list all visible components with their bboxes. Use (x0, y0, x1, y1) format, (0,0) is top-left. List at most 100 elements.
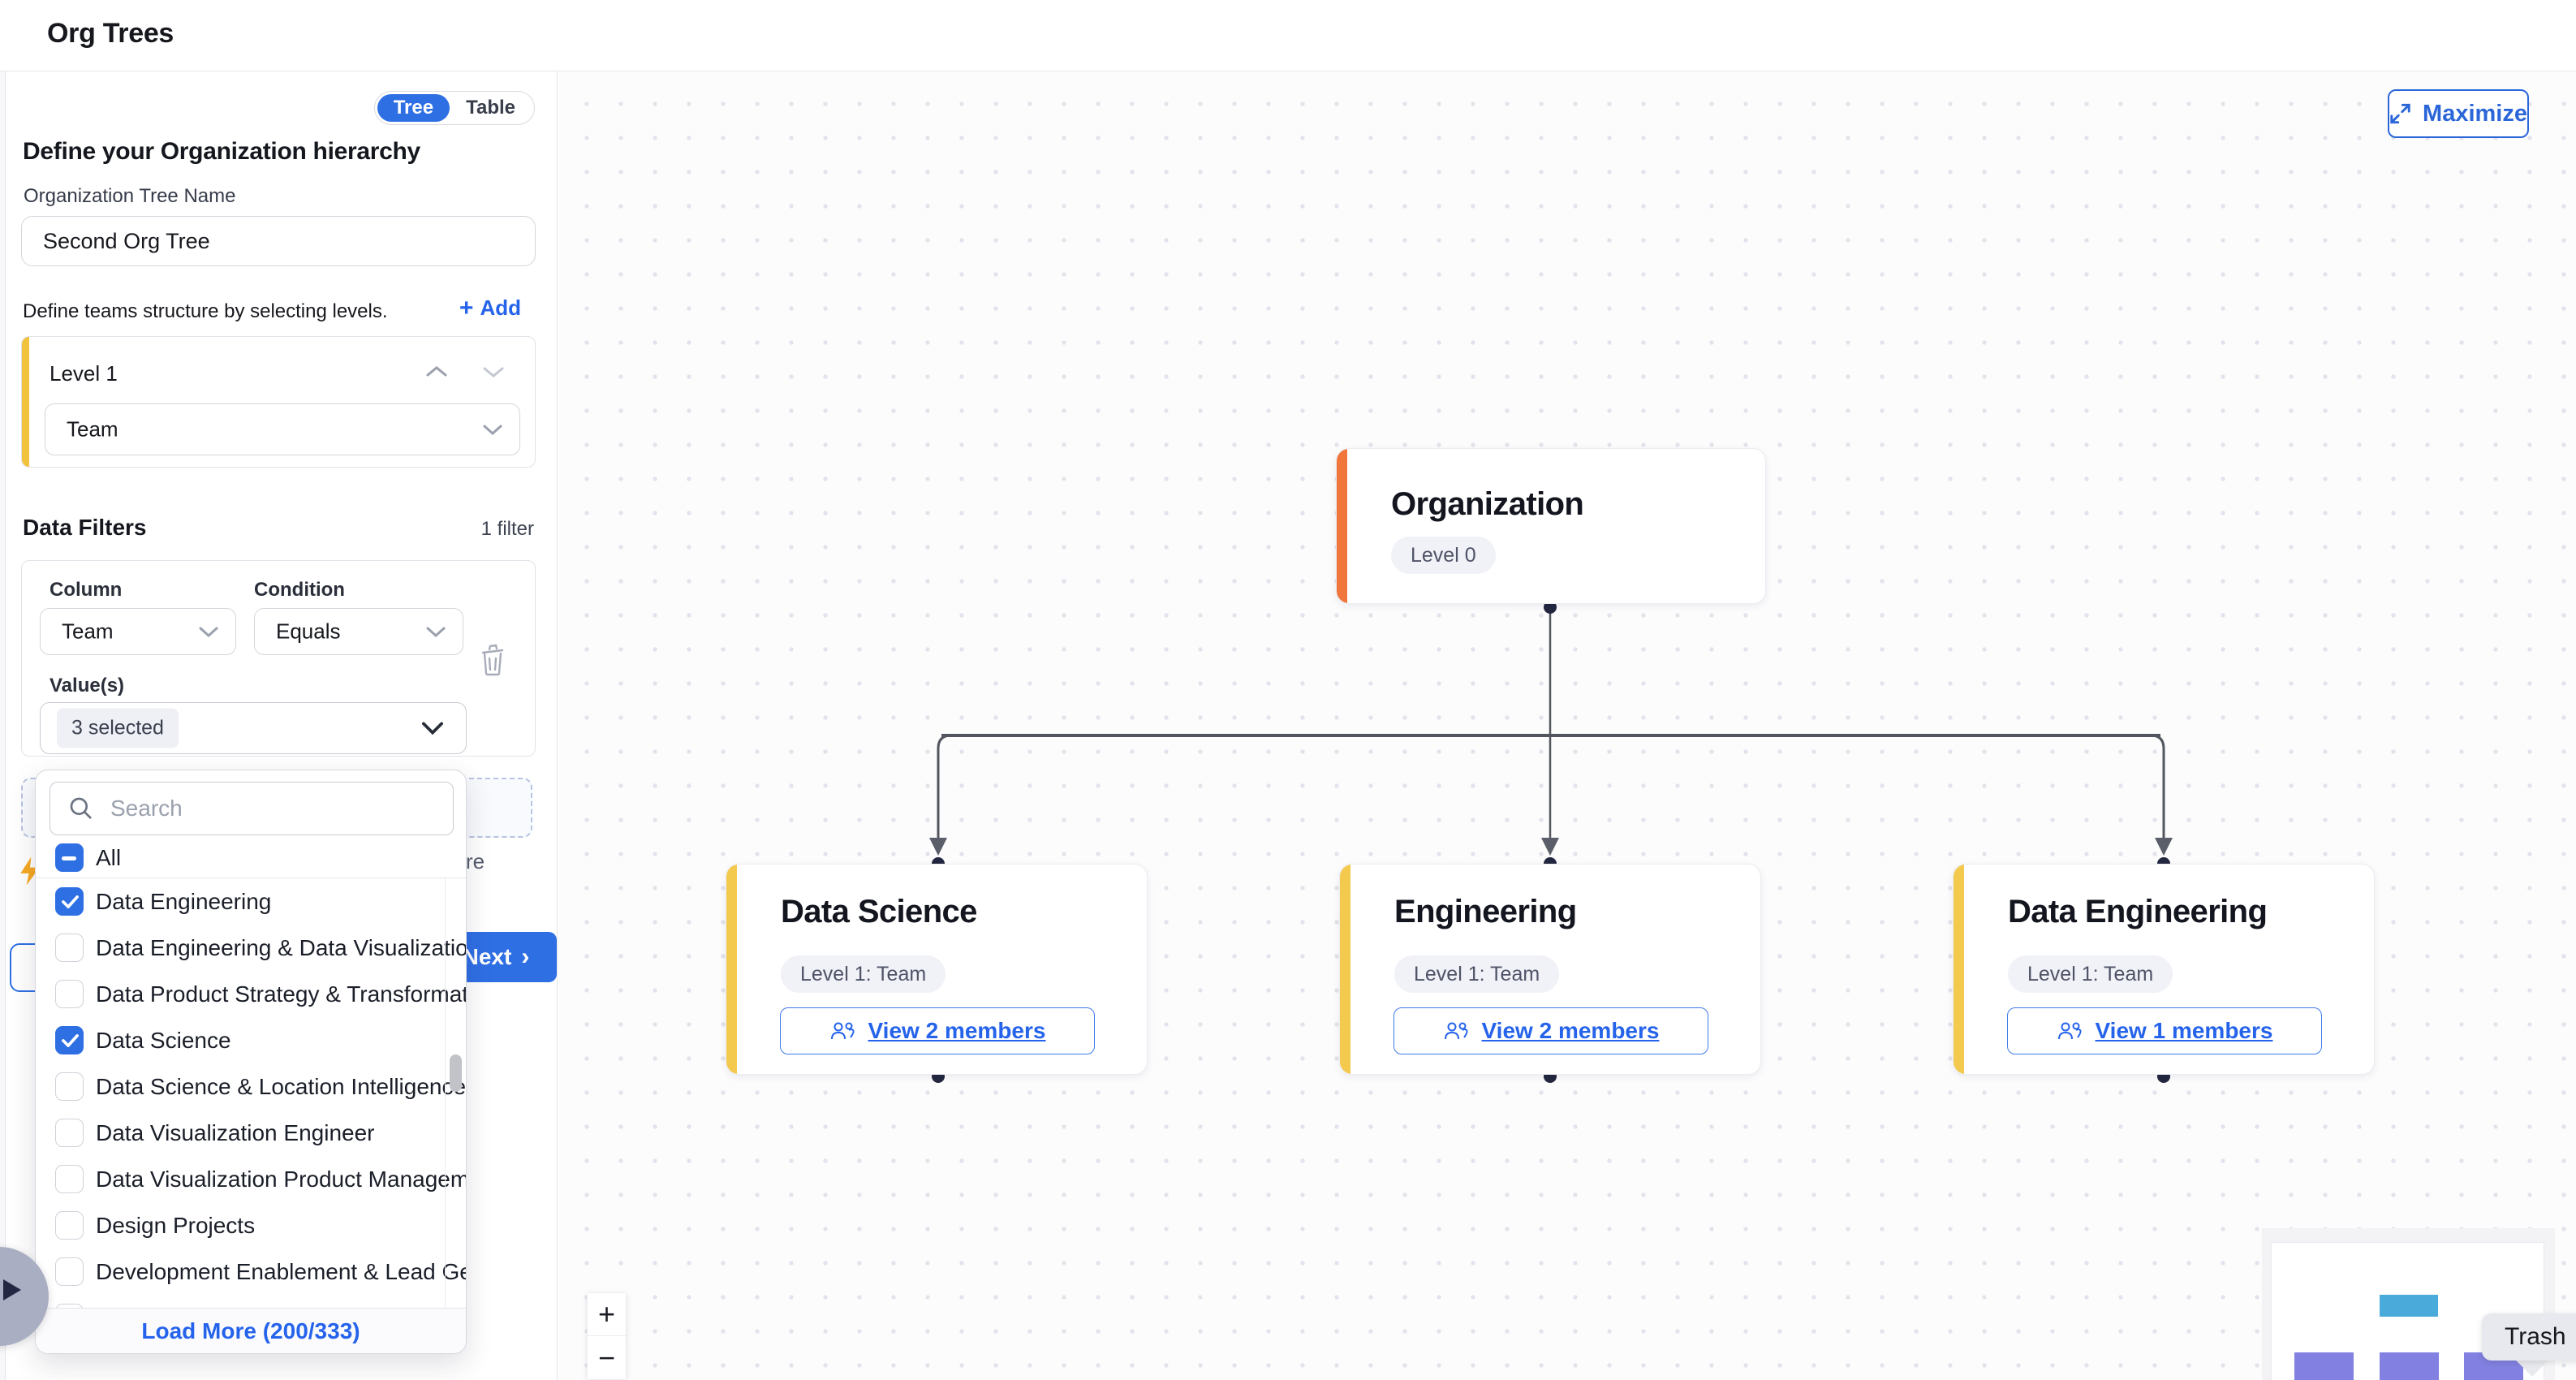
toggle-tree[interactable]: Tree (377, 94, 450, 122)
app-header: Org Trees (0, 0, 2576, 71)
view-members-label: View 2 members (868, 1018, 1046, 1043)
filter-count: 1 filter (480, 518, 534, 540)
option-label: Data Visualization Engineer (96, 1120, 375, 1145)
chevron-down-icon (422, 722, 443, 735)
node-engineering[interactable]: Engineering Level 1: Team View 2 members (1339, 864, 1761, 1075)
option-row[interactable]: Data Science (36, 1017, 445, 1063)
option-row[interactable]: Data Product Strategy & Transformat... (36, 971, 466, 1017)
members-icon (1444, 1022, 1468, 1040)
values-multiselect[interactable]: 3 selected (40, 702, 467, 754)
chevron-up-icon[interactable] (424, 363, 449, 381)
next-label: Next (462, 944, 512, 969)
members-icon (830, 1022, 855, 1040)
checkbox-unchecked[interactable] (55, 934, 84, 962)
trash-icon[interactable] (478, 644, 507, 676)
tree-name-label: Organization Tree Name (24, 185, 236, 207)
checkbox-unchecked[interactable] (55, 1165, 84, 1193)
level-type-select[interactable]: Team (45, 403, 520, 455)
option-row[interactable]: Design Projects (36, 1202, 445, 1248)
column-value: Team (62, 619, 114, 644)
view-toggle: Tree Table (373, 91, 535, 125)
filter-card: Column Condition Team Equals Value(s) 3 … (21, 560, 536, 757)
checkbox-unchecked[interactable] (55, 1119, 84, 1147)
node-level-badge: Level 1: Team (1394, 955, 1560, 993)
checkbox-checked[interactable] (55, 887, 84, 916)
node-title: Engineering (1394, 894, 1577, 929)
level-type-value: Team (67, 416, 118, 442)
chevron-down-icon (426, 627, 446, 638)
option-label: Data Engineering (96, 889, 272, 914)
chevron-down-icon[interactable] (481, 363, 506, 381)
scrollbar-thumb[interactable] (450, 1054, 462, 1092)
dropdown-footer: Load More (200/333) (36, 1308, 466, 1353)
option-select-all[interactable]: All (36, 839, 466, 878)
option-label: Data Visualization Product Managem... (96, 1167, 466, 1192)
zoom-out-button[interactable]: − (587, 1336, 627, 1380)
selected-count-chip: 3 selected (57, 708, 179, 748)
trash-tooltip-label: Trash (2505, 1323, 2566, 1350)
level-accent-bar (22, 337, 29, 467)
chevron-down-icon (199, 627, 218, 638)
checkbox-unchecked[interactable] (55, 1211, 84, 1240)
checkbox-unchecked[interactable] (55, 1257, 84, 1286)
option-label: Data Engineering & Data Visualization (96, 935, 466, 960)
node-level-badge: Level 0 (1391, 537, 1496, 574)
play-icon (3, 1279, 21, 1300)
column-select[interactable]: Team (40, 608, 236, 655)
checkbox-unchecked[interactable] (55, 1072, 84, 1101)
option-label: Development & Portfolio Strat... (96, 1295, 414, 1309)
node-data-engineering[interactable]: Data Engineering Level 1: Team View 1 me… (1953, 864, 2375, 1075)
option-row[interactable]: Data Engineering (36, 878, 445, 925)
option-row[interactable]: Data Science & Location Intelligence (36, 1063, 466, 1110)
option-row[interactable]: Data Visualization Product Managem... (36, 1156, 466, 1202)
node-title: Data Engineering (2008, 894, 2268, 929)
checkbox-unchecked[interactable] (55, 980, 84, 1008)
option-label: Data Science (96, 1028, 231, 1053)
node-title: Data Science (781, 894, 977, 929)
chevron-right-icon: › (521, 943, 530, 970)
view-members-label: View 2 members (1481, 1018, 1660, 1043)
option-row[interactable]: Development & Portfolio Strat... (36, 1295, 445, 1309)
search-input[interactable] (110, 783, 443, 834)
view-members-button[interactable]: View 1 members (2007, 1007, 2322, 1054)
scrollbar-track (445, 878, 466, 1309)
add-level-label: Add (480, 295, 521, 320)
toggle-table[interactable]: Table (466, 97, 515, 119)
search-icon (70, 797, 92, 819)
option-row[interactable]: Data Visualization Engineer (36, 1110, 445, 1156)
add-level-button[interactable]: + Add (459, 295, 521, 321)
checkbox-indeterminate[interactable] (55, 843, 84, 872)
hint-text-fragment: re (466, 849, 485, 873)
option-label: Design Projects (96, 1213, 256, 1238)
org-chart-canvas[interactable] (558, 72, 2576, 1380)
zoom-in-button[interactable]: + (587, 1292, 627, 1336)
node-title: Organization (1391, 486, 1584, 522)
load-more-link[interactable]: Load More (200/333) (141, 1318, 360, 1343)
condition-label: Condition (254, 579, 345, 601)
trash-tooltip: Trash (2482, 1313, 2576, 1361)
minimap-team-node (2380, 1352, 2439, 1380)
view-members-button[interactable]: View 2 members (780, 1007, 1095, 1054)
lightning-icon (20, 856, 40, 886)
condition-select[interactable]: Equals (254, 608, 463, 655)
option-label: Data Science & Location Intelligence (96, 1074, 466, 1099)
dropdown-search[interactable] (50, 782, 454, 835)
node-organization[interactable]: Organization Level 0 (1336, 448, 1766, 604)
tree-name-input[interactable] (21, 216, 536, 266)
maximize-label: Maximize (2423, 100, 2527, 127)
option-row[interactable]: Development Enablement & Lead Ge... (36, 1248, 466, 1295)
node-level-badge: Level 1: Team (2008, 955, 2173, 993)
values-label: Value(s) (50, 675, 125, 696)
node-level-badge: Level 1: Team (781, 955, 946, 993)
options-list[interactable]: Data Engineering Data Engineering & Data… (36, 878, 466, 1309)
node-accent-bar (1340, 865, 1350, 1074)
view-members-button[interactable]: View 2 members (1394, 1007, 1708, 1054)
maximize-button[interactable]: Maximize (2388, 89, 2529, 138)
minimap-org-node (2380, 1295, 2438, 1317)
node-data-science[interactable]: Data Science Level 1: Team View 2 member… (726, 864, 1148, 1075)
hierarchy-sidebar: Tree Table Define your Organization hier… (6, 71, 558, 1380)
checkbox-checked[interactable] (55, 1026, 84, 1054)
zoom-controls: + − (587, 1292, 627, 1380)
option-row[interactable]: Data Engineering & Data Visualization (36, 925, 466, 971)
